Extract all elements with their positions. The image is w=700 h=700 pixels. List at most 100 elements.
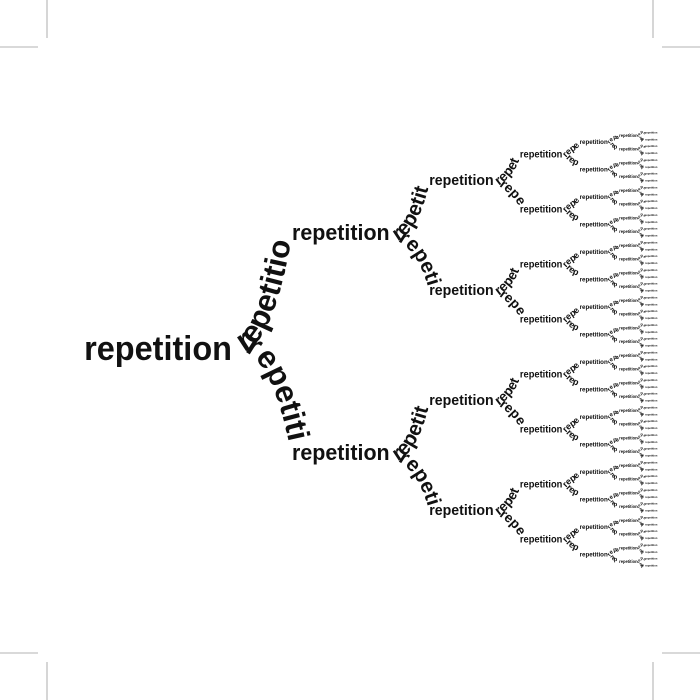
repetition-word-level-7: repetition: [645, 509, 657, 513]
repetition-branch-level-6-path-text: repetition: [0, 0, 646, 211]
repetition-branch-level-6: repetition: [0, 0, 648, 165]
repetition-word-level-7: repetition: [645, 536, 657, 540]
repetition-branch-level-6: repetition: [0, 0, 646, 224]
repetition-branch-level-3: repetition: [0, 0, 522, 188]
repetition-branch-level-6: repetition: [0, 0, 648, 289]
repetition-word-level-7: repetition: [645, 316, 657, 320]
repetition-branch-level-6-path-text: repetition: [0, 0, 648, 344]
repetition-word-level-5: repetition: [580, 524, 608, 531]
repetition-branch-level-1: repetition: [0, 0, 316, 444]
repetition-branch-level-6-path-text: repetition: [0, 0, 646, 348]
repetition-branch-level-6-path-text: repetition: [0, 0, 648, 289]
repetition-word-level-7: repetition: [645, 385, 657, 389]
repetition-word-level-6: repetition: [619, 545, 638, 550]
repetition-word-level-7: repetition: [645, 467, 657, 471]
repetition-branch-level-4: repetition: [0, 0, 581, 223]
repetition-tree: repetition repetition repetition repetition…: [0, 0, 658, 568]
repetition-branch-level-6: repetition: [0, 0, 648, 151]
repetition-word-level-7: repetition: [645, 440, 657, 444]
repetition-word-level-6: repetition: [619, 339, 638, 344]
repetition-word-level-7: repetition: [645, 447, 657, 451]
repetition-word-level-7: repetition: [645, 302, 657, 306]
repetition-branch-level-4-path-text: repetition: [0, 0, 581, 159]
repetition-branch-level-6-path-text: repetition: [0, 0, 648, 220]
repetition-word-level-7: repetition: [645, 357, 657, 361]
repetition-word-level-6: repetition: [619, 133, 638, 138]
repetition-word-level-4: repetition: [520, 205, 563, 216]
repetition-word-level-5: repetition: [580, 386, 608, 393]
repetition-word-level-7: repetition: [645, 323, 657, 327]
repetition-word-level-5: repetition: [580, 359, 608, 366]
repetition-word-level-5: repetition: [580, 249, 608, 256]
repetition-word-level-7: repetition: [645, 460, 657, 464]
repetition-word-level-3: repetition: [429, 173, 493, 189]
repetition-word-level-4: repetition: [520, 150, 563, 161]
repetition-word-level-6: repetition: [619, 160, 638, 165]
repetition-word-level-7: repetition: [645, 213, 657, 217]
repetition-branch-level-3-path-text: repetition: [0, 0, 522, 188]
repetition-branch-level-5: repetition: [0, 0, 622, 228]
repetition-branch-level-5: repetition: [0, 0, 618, 343]
repetition-branch-level-5-path-text: repetition: [0, 0, 622, 255]
repetition-branch-level-6: repetition: [0, 0, 646, 197]
repetition-branch-level-6: repetition: [0, 0, 646, 554]
repetition-word-level-7: repetition: [645, 399, 657, 403]
repetition-branch-level-6-path-text: repetition: [0, 0, 646, 362]
repetition-word-level-7: repetition: [645, 137, 657, 141]
repetition-word-level-6: repetition: [619, 504, 638, 509]
repetition-word-level-7: repetition: [645, 130, 657, 134]
repetition-word-level-6: repetition: [619, 243, 638, 248]
repetition-branch-level-5: repetition: [0, 0, 622, 338]
repetition-branch-level-6: repetition: [0, 0, 646, 293]
repetition-word-level-6: repetition: [619, 380, 638, 385]
repetition-word-level-6: repetition: [619, 435, 638, 440]
repetition-word-level-7: repetition: [645, 275, 657, 279]
repetition-branch-level-6-path-text: repetition: [0, 0, 646, 197]
repetition-branch-level-6: repetition: [0, 0, 648, 220]
repetition-branch-level-6: repetition: [0, 0, 646, 513]
repetition-word-level-7: repetition: [645, 247, 657, 251]
repetition-word-level-6: repetition: [619, 147, 638, 152]
repetition-branch-level-6: repetition: [0, 0, 646, 238]
repetition-branch-level-6-path-text: repetition: [0, 0, 646, 293]
repetition-word-level-7: repetition: [645, 220, 657, 224]
repetition-branch-level-5-path-text: repetition: [0, 0, 622, 558]
repetition-word-level-5: repetition: [580, 194, 608, 201]
repetition-word-level-7: repetition: [645, 474, 657, 478]
repetition-word-level-5: repetition: [580, 166, 608, 173]
repetition-word-level-7: repetition: [645, 199, 657, 203]
repetition-word-level-4: repetition: [520, 370, 563, 381]
repetition-word-level-7: repetition: [645, 158, 657, 162]
repetition-word-level-5: repetition: [580, 304, 608, 311]
repetition-word-level-6: repetition: [619, 298, 638, 303]
repetition-word-level-6: repetition: [619, 215, 638, 220]
repetition-branch-level-6-path-text: repetition: [0, 0, 646, 513]
repetition-branch-level-4-path-text: repetition: [0, 0, 581, 168]
repetition-branch-level-5-path-text: repetition: [0, 0, 618, 151]
repetition-branch-level-5: repetition: [0, 0, 618, 206]
repetition-word-level-6: repetition: [619, 257, 638, 262]
repetition-branch-level-6-path-text: repetition: [0, 0, 646, 238]
repetition-branch-level-4: repetition: [0, 0, 581, 168]
repetition-word-level-7: repetition: [645, 378, 657, 382]
repetition-branch-level-5-path-text: repetition: [0, 0, 622, 338]
repetition-branch-level-5-path-text: repetition: [0, 0, 622, 173]
repetition-word-level-7: repetition: [645, 254, 657, 258]
repetition-word-level-6: repetition: [619, 270, 638, 275]
repetition-word-level-2: repetition: [292, 440, 390, 465]
repetition-word-level-6: repetition: [619, 188, 638, 193]
repetition-word-level-7: repetition: [645, 151, 657, 155]
repetition-branch-level-6: repetition: [0, 0, 648, 206]
repetition-branch-level-6-path-text: repetition: [0, 0, 648, 206]
repetition-branch-level-6-path-text: repetition: [0, 0, 648, 550]
repetition-branch-level-6-path-text: repetition: [0, 0, 648, 495]
repetition-branch-level-6: repetition: [0, 0, 646, 348]
repetition-word-level-7: repetition: [645, 192, 657, 196]
repetition-word-level-7: repetition: [645, 337, 657, 341]
repetition-word-level-7: repetition: [645, 543, 657, 547]
repetition-word-level-5: repetition: [580, 414, 608, 421]
repetition-branch-level-6: repetition: [0, 0, 648, 550]
repetition-branch-level-6: repetition: [0, 0, 648, 234]
repetition-branch-level-6-path-text: repetition: [0, 0, 646, 334]
repetition-word-level-6: repetition: [619, 229, 638, 234]
